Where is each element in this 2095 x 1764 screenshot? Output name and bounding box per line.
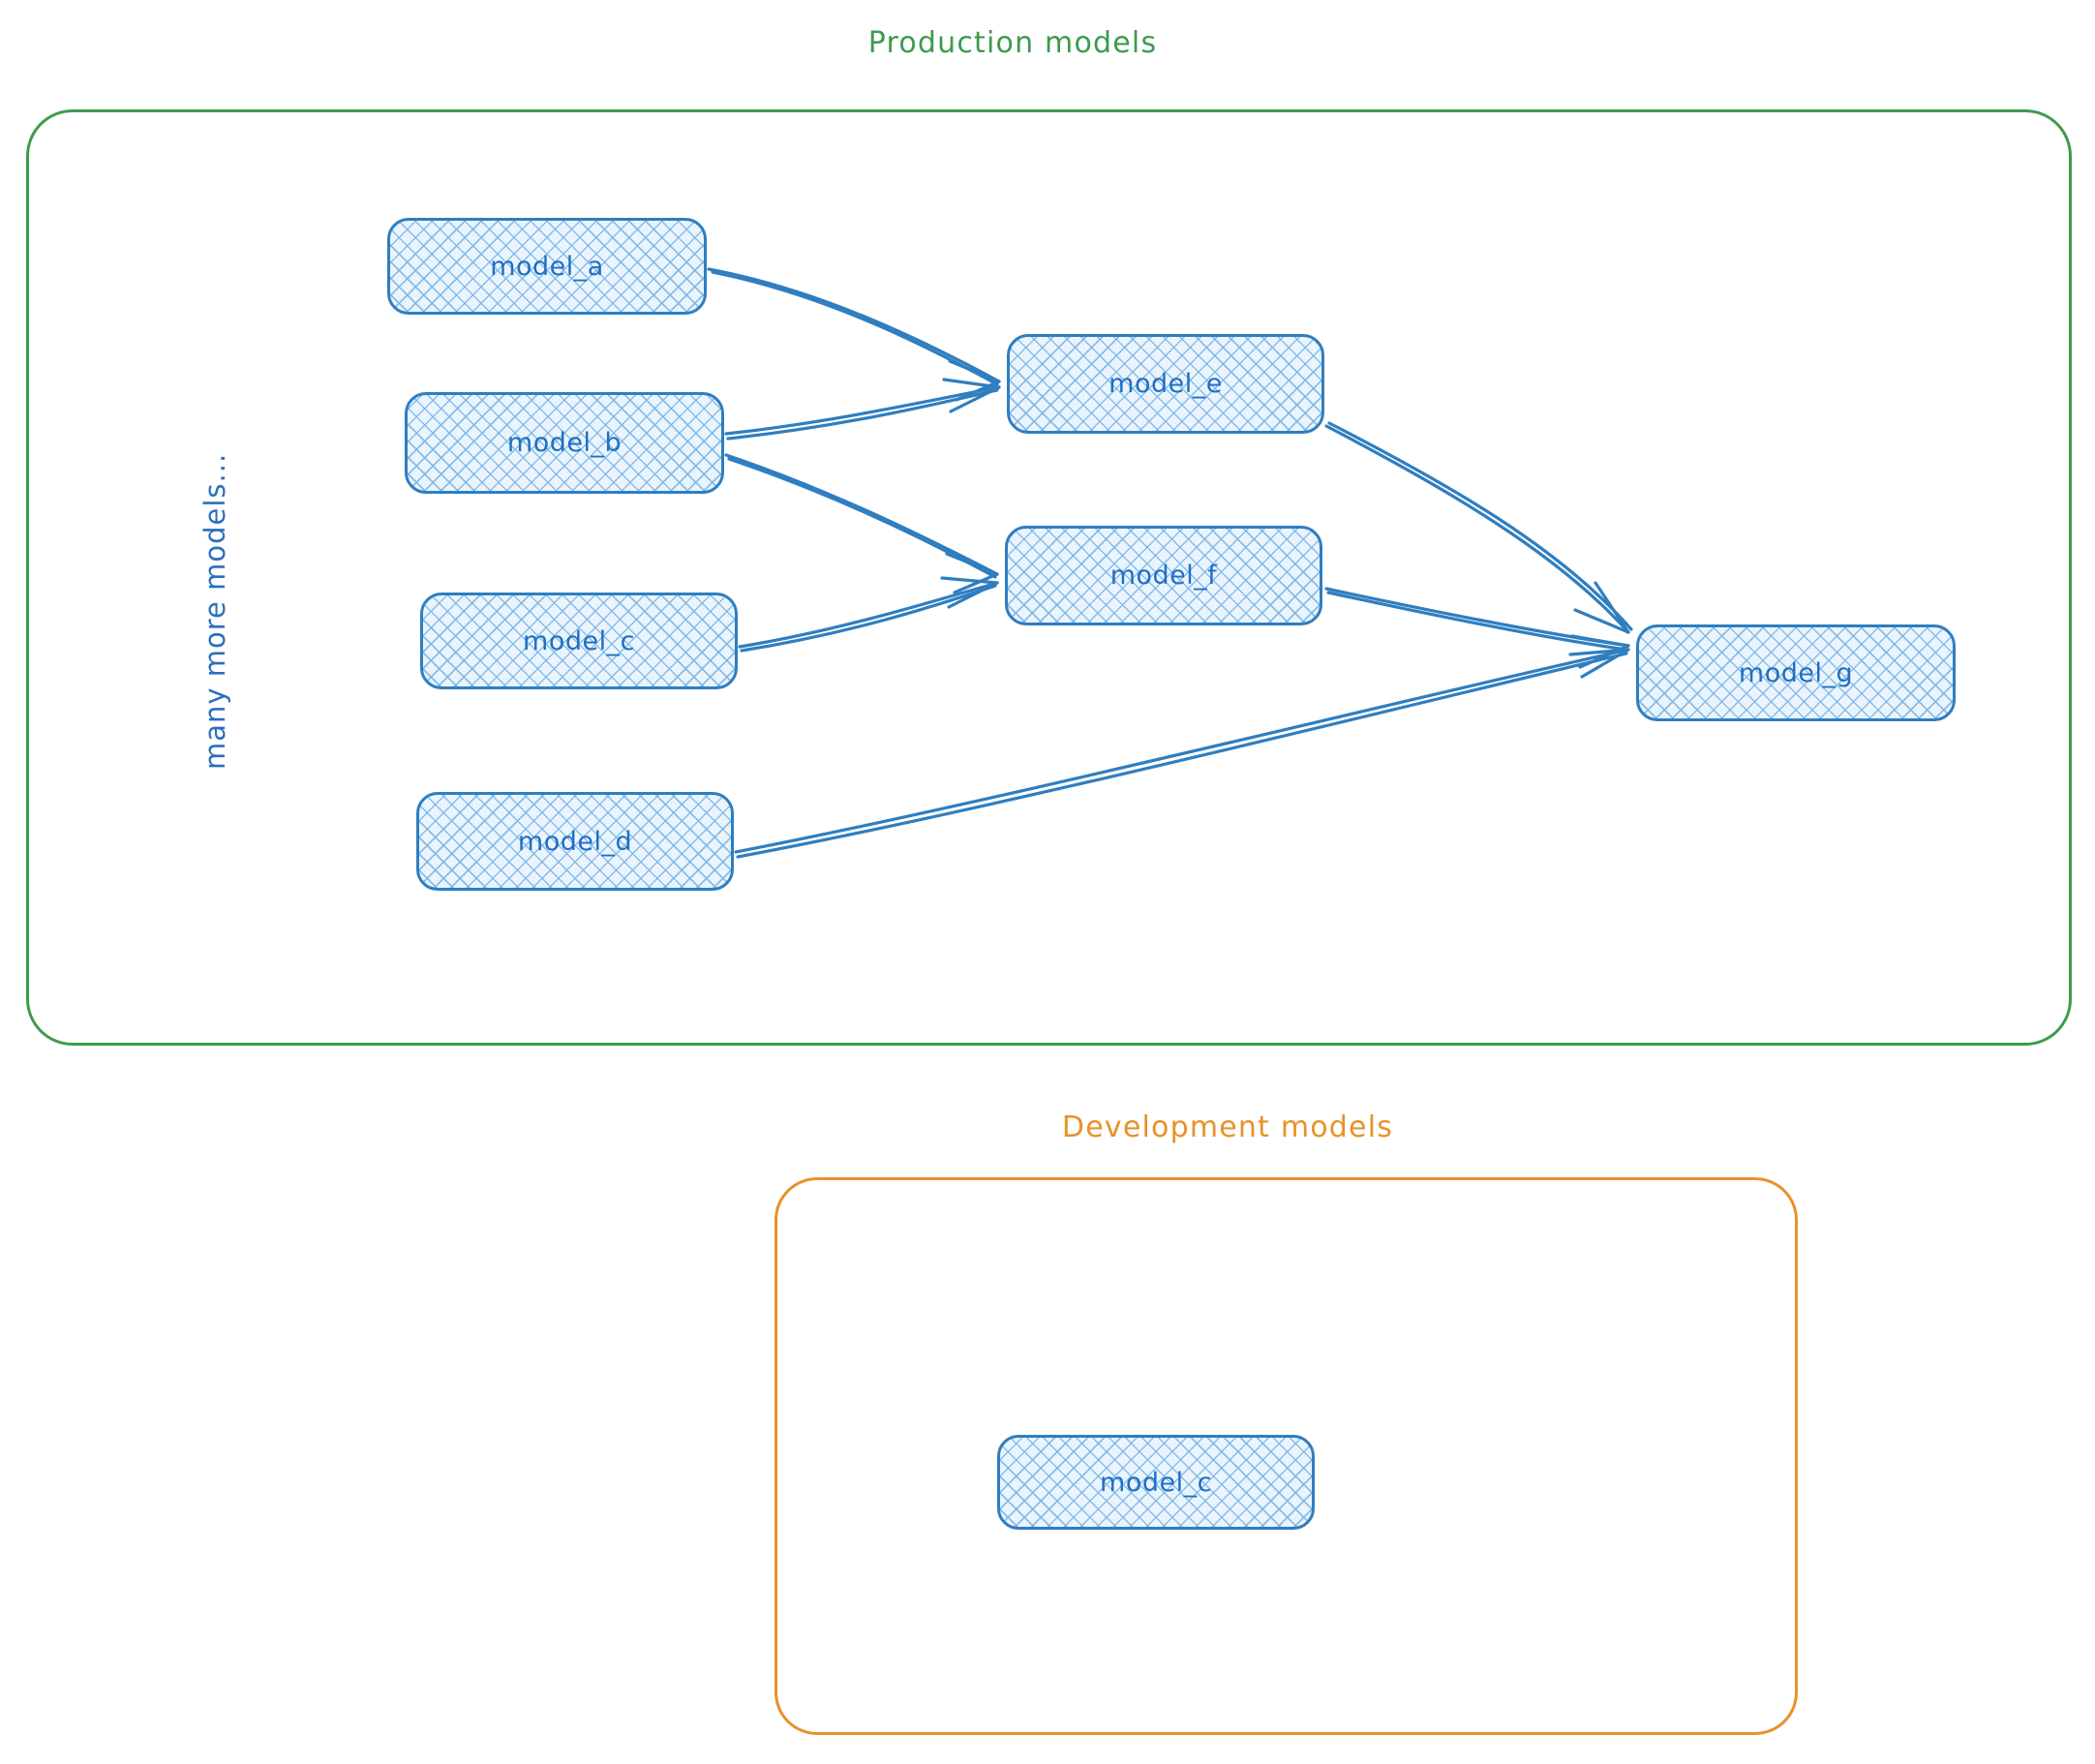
production-models-container [26, 109, 2072, 1046]
node-model_d[interactable]: model_d [416, 792, 734, 891]
node-model_c-dev[interactable]: model_c [997, 1435, 1315, 1530]
node-label: model_c [1100, 1467, 1212, 1498]
node-label: model_d [517, 826, 633, 857]
node-label: model_a [490, 251, 604, 282]
node-model_a[interactable]: model_a [387, 218, 707, 315]
node-model_c[interactable]: model_c [420, 593, 738, 689]
node-label: model_b [506, 428, 622, 458]
node-model_b[interactable]: model_b [405, 392, 724, 494]
node-label: model_c [523, 625, 635, 656]
development-models-title: Development models [1061, 1110, 1394, 1144]
node-label: model_f [1109, 561, 1218, 591]
node-model_g[interactable]: model_g [1636, 624, 1956, 721]
production-models-title: Production models [867, 26, 1158, 60]
many-more-models-annotation: many more models... [198, 452, 231, 770]
development-models-container [774, 1177, 1798, 1735]
node-label: model_g [1738, 657, 1854, 688]
node-model_f[interactable]: model_f [1005, 526, 1322, 625]
node-model_e[interactable]: model_e [1007, 334, 1324, 434]
node-label: model_e [1108, 369, 1223, 399]
